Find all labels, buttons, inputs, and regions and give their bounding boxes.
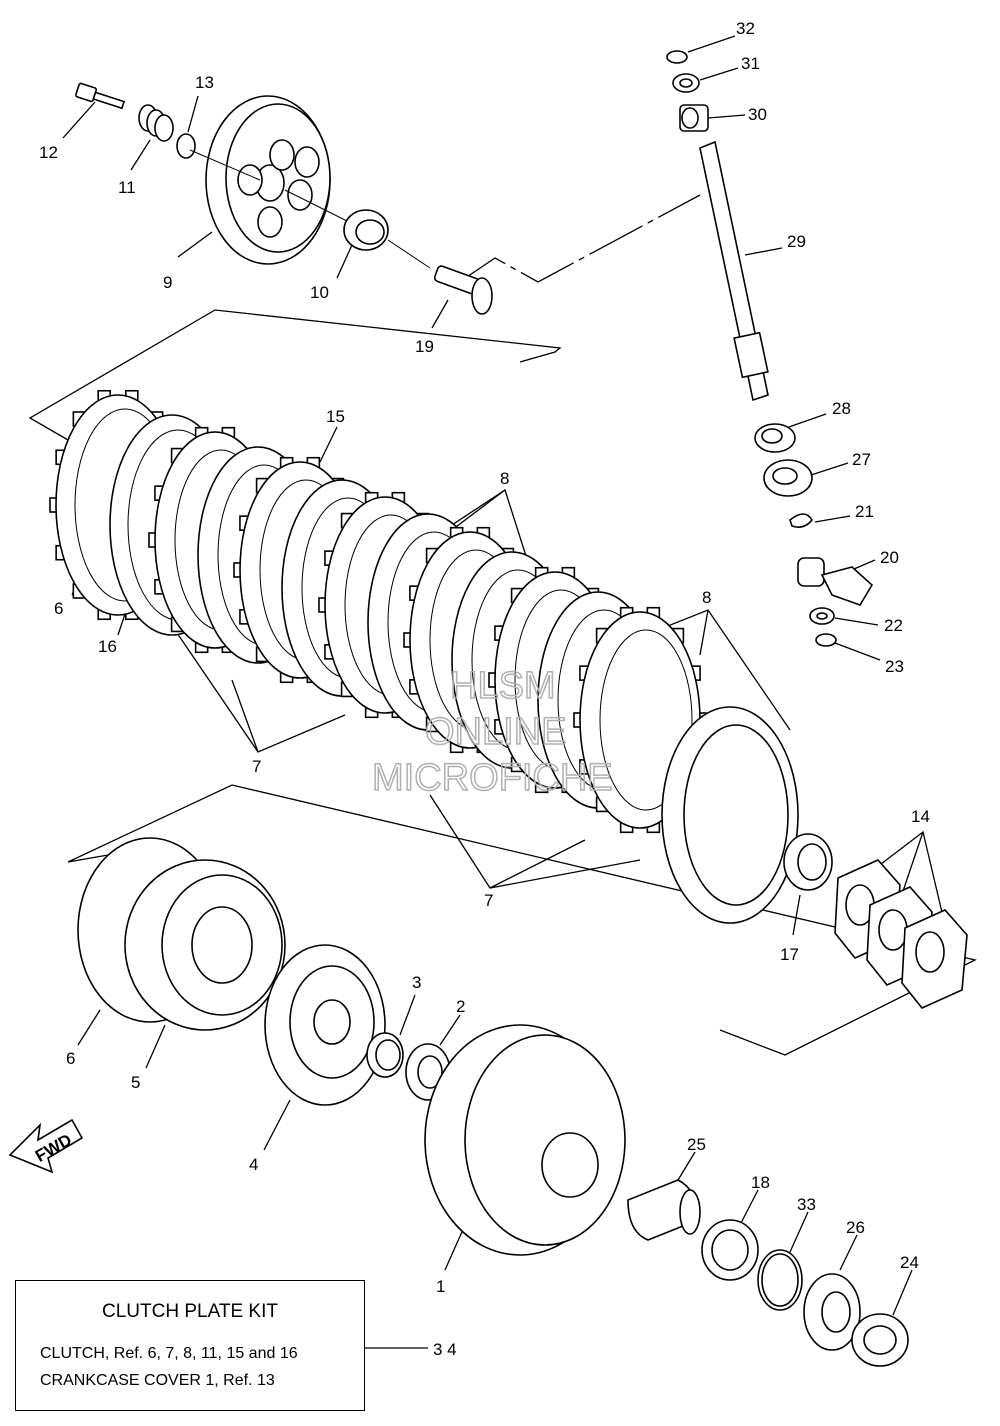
- callout-28: 28: [832, 399, 851, 418]
- callout-32: 32: [736, 19, 755, 38]
- callout-23: 23: [885, 657, 904, 676]
- clutch-plate-kit-box: CLUTCH PLATE KIT CLUTCH, Ref. 6, 7, 8, 1…: [15, 1280, 365, 1411]
- callout-7-lower-fan: 7: [484, 891, 493, 910]
- callout-25: 25: [687, 1135, 706, 1154]
- watermark-line1: HLSM: [450, 665, 556, 707]
- callout-34: 3 4: [433, 1340, 457, 1359]
- callout-5: 5: [131, 1073, 140, 1092]
- callout-4: 4: [249, 1155, 258, 1174]
- callout-31: 31: [741, 54, 760, 73]
- callout-13: 13: [195, 73, 214, 92]
- callout-18: 18: [751, 1173, 770, 1192]
- pressure-plate-assembly: [75, 82, 493, 315]
- callout-8-top-fan: 8: [500, 469, 509, 488]
- push-lever-shaft-assembly: [666, 50, 874, 647]
- callout-15: 15: [326, 407, 345, 426]
- kit-line-crankcase: CRANKCASE COVER 1, Ref. 13: [40, 1372, 275, 1389]
- clutch-plate-stack: [49, 389, 799, 924]
- callout-22: 22: [884, 616, 903, 635]
- callout-8-right-fan: 8: [702, 588, 711, 607]
- fwd-arrow-icon: FWD: [8, 1118, 84, 1174]
- callout-2: 2: [456, 997, 465, 1016]
- callout-6-lower: 6: [66, 1049, 75, 1068]
- callout-16: 16: [98, 637, 117, 656]
- watermark: HLSM ONLINE MICROFICHE: [371, 664, 613, 800]
- plate-inner-ring: [599, 629, 693, 811]
- watermark-line2: ONLINE: [425, 711, 566, 753]
- callout-24: 24: [900, 1253, 919, 1272]
- callout-27: 27: [852, 450, 871, 469]
- callout-12: 12: [39, 143, 58, 162]
- watermark-line3: MICROFICHE: [372, 757, 613, 799]
- callout-30: 30: [748, 105, 767, 124]
- callout-7-upper-fan: 7: [252, 757, 261, 776]
- callout-9: 9: [163, 273, 172, 292]
- nut-and-lock-washers: [783, 833, 968, 1009]
- clutch-plate-last-inner: [683, 724, 789, 906]
- callout-3: 3: [412, 973, 421, 992]
- callout-20: 20: [880, 548, 899, 567]
- callout-29: 29: [787, 232, 806, 251]
- kit-title: CLUTCH PLATE KIT: [102, 1301, 278, 1322]
- callout-14: 14: [911, 807, 930, 826]
- callout-21: 21: [855, 502, 874, 521]
- callout-6-upper: 6: [54, 599, 63, 618]
- callout-33: 33: [797, 1195, 816, 1214]
- callout-10: 10: [310, 283, 329, 302]
- callout-labels: 32 31 30 13 12 11 29 9 10 19 28 15 27 8 …: [39, 19, 930, 1359]
- callout-1: 1: [436, 1277, 445, 1296]
- kit-line-clutch: CLUTCH, Ref. 6, 7, 8, 11, 15 and 16: [40, 1345, 298, 1362]
- callout-17: 17: [780, 945, 799, 964]
- callout-26: 26: [846, 1218, 865, 1237]
- clutch-hub-and-housing: [77, 837, 909, 1367]
- callout-19: 19: [415, 337, 434, 356]
- callout-11: 11: [118, 178, 136, 197]
